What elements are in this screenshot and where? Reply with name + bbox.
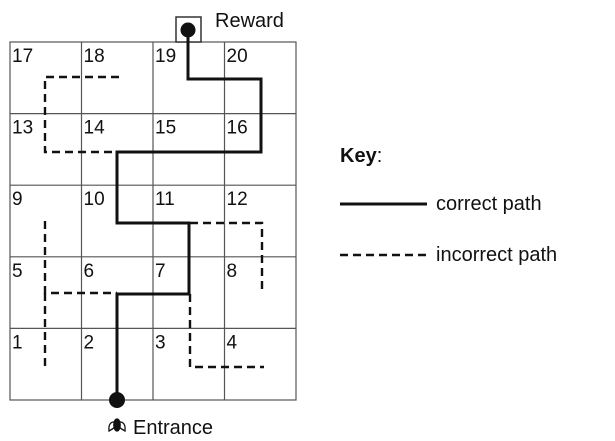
cell-label-5: 5 <box>12 261 23 282</box>
cell-label-8: 8 <box>227 261 238 282</box>
incorrect-paths <box>43 75 264 369</box>
key-incorrect-label: incorrect path <box>436 244 557 266</box>
cell-label-3: 3 <box>155 332 166 353</box>
entrance-dot <box>109 392 125 408</box>
reward-dot <box>180 22 196 38</box>
incorrect-path-bottom-right <box>188 294 264 369</box>
key-correct-label: correct path <box>436 193 542 215</box>
cell-label-19: 19 <box>155 46 176 67</box>
fly-icon <box>108 418 126 433</box>
cell-label-2: 2 <box>84 332 95 353</box>
cell-label-4: 4 <box>227 332 238 353</box>
cell-label-7: 7 <box>155 261 166 282</box>
cell-label-1: 1 <box>12 332 23 353</box>
cell-label-11: 11 <box>155 189 175 210</box>
maze-grid <box>9 41 297 401</box>
key-title-word: Key <box>340 145 378 167</box>
cell-label-20: 20 <box>227 46 248 67</box>
cell-label-6: 6 <box>84 261 95 282</box>
cell-label-14: 14 <box>84 118 106 139</box>
cell-label-17: 17 <box>12 46 33 67</box>
entrance-label: Entrance <box>133 417 213 439</box>
cell-label-9: 9 <box>12 189 23 210</box>
cell-label-12: 12 <box>227 189 248 210</box>
cell-label-18: 18 <box>84 46 105 67</box>
key-title-colon: : <box>377 145 383 167</box>
key-title: Key: <box>340 145 382 167</box>
cell-label-13: 13 <box>12 118 33 139</box>
cell-label-10: 10 <box>84 189 105 210</box>
key-legend: Key: correct path incorrect path <box>340 145 557 266</box>
incorrect-path-right <box>190 221 264 294</box>
correct-path <box>115 31 263 400</box>
reward-label: Reward <box>215 10 284 32</box>
cell-label-15: 15 <box>155 118 176 139</box>
incorrect-path-top-left <box>43 75 119 154</box>
cell-label-16: 16 <box>227 118 248 139</box>
